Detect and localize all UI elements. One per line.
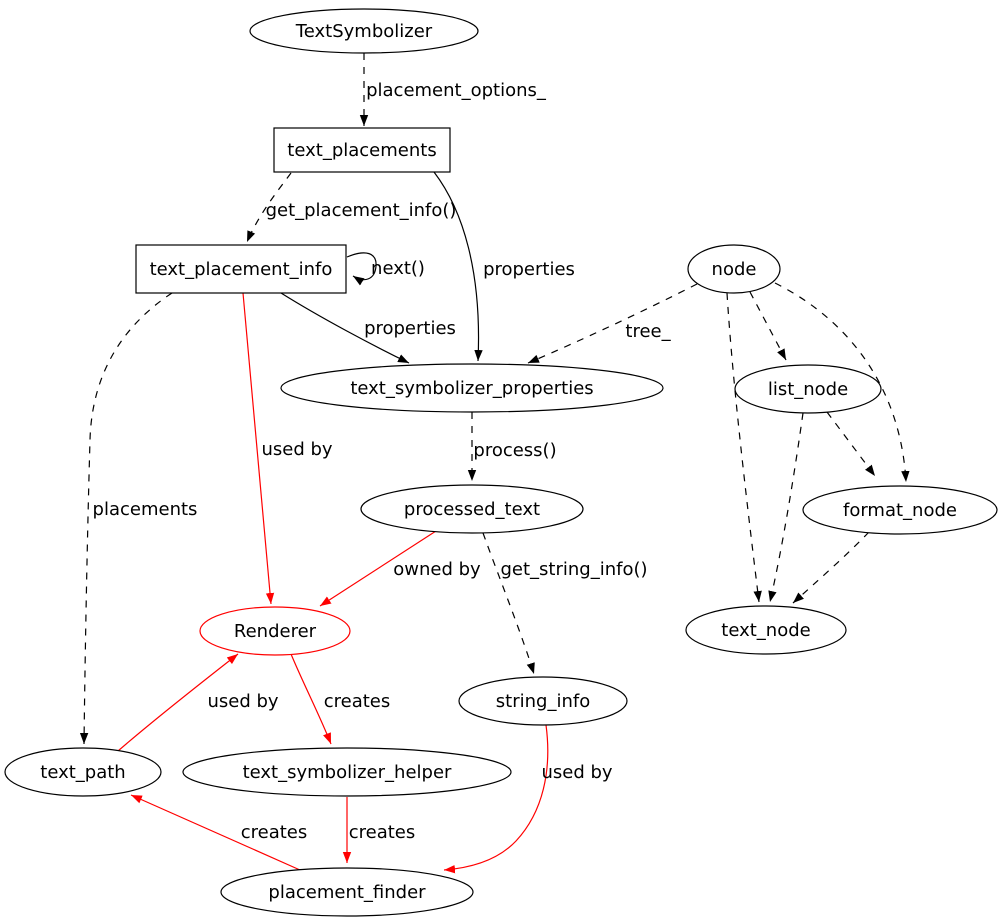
edge-placement_finder-to-text_path [130, 794, 301, 871]
edge-node-to-text_node [726, 292, 762, 603]
node-TextSymbolizer: TextSymbolizer [249, 8, 479, 54]
edge-string_info-to-placement_finder [443, 724, 549, 874]
node-label-list_node: list_node [768, 379, 848, 400]
edge-label-node-to-text_symbolizer_properties: tree_ [625, 321, 671, 342]
node-label-placement_finder: placement_finder [268, 882, 426, 903]
node-text_node: text_node [685, 605, 847, 655]
node-label-format_node: format_node [843, 500, 957, 521]
node-text_path: text_path [4, 747, 162, 797]
edge-text_placement_info-to-text_path [79, 292, 173, 745]
node-label-text_path: text_path [40, 762, 125, 783]
edge-Renderer-to-text_symbolizer_helper [290, 653, 332, 745]
edge-label-Renderer-to-text_symbolizer_helper: creates [324, 691, 391, 712]
edge-label-text_placement_info-to-text_placement_info: next() [371, 258, 425, 279]
edge-label-text_placements-to-text_placement_info: get_placement_info() [266, 200, 457, 221]
node-label-text_placements: text_placements [287, 140, 436, 161]
edge-node-to-text_symbolizer_properties [527, 283, 698, 364]
edge-label-text_placement_info-to-text_path: placements [93, 499, 198, 520]
edge-label-string_info-to-placement_finder: used by [541, 762, 612, 783]
edge-text_placement_info-to-Renderer [242, 292, 275, 605]
edge-text_placement_info-to-text_placement_info [346, 252, 377, 286]
node-label-text_symbolizer_properties: text_symbolizer_properties [350, 378, 593, 399]
edge-label-processed_text-to-string_info: get_string_info() [500, 559, 647, 580]
edge-label-text_placement_info-to-Renderer: used by [261, 439, 332, 460]
node-list_node: list_node [734, 364, 882, 414]
node-placement_finder: placement_finder [220, 867, 474, 917]
node-Renderer: Renderer [199, 606, 351, 656]
edge-list_node-to-text_node [768, 412, 804, 603]
node-processed_text: processed_text [360, 484, 584, 534]
edge-label-text_symbolizer_helper-to-placement_finder: creates [349, 822, 416, 843]
node-label-processed_text: processed_text [404, 499, 540, 520]
edge-format_node-to-text_node [792, 531, 870, 604]
edge-text_placement_info-to-text_symbolizer_properties [280, 292, 410, 364]
edge-label-processed_text-to-Renderer: owned by [393, 559, 481, 580]
node-label-string_info: string_info [496, 691, 590, 712]
node-text_symbolizer_properties: text_symbolizer_properties [280, 363, 664, 413]
edge-processed_text-to-string_info [482, 532, 535, 675]
node-format_node: format_node [802, 485, 998, 535]
node-string_info: string_info [458, 676, 628, 726]
node-text_symbolizer_helper: text_symbolizer_helper [182, 747, 512, 797]
edge-label-text_path-to-Renderer: used by [207, 691, 278, 712]
edge-text_placements-to-text_placement_info [246, 172, 292, 243]
edge-processed_text-to-Renderer [319, 530, 437, 607]
edge-label-text_placements-to-text_symbolizer_properties: properties [483, 259, 575, 280]
edge-node-to-list_node [749, 291, 787, 361]
edge-label-text_placement_info-to-text_symbolizer_properties: properties [364, 318, 456, 339]
edge-node-to-format_node [774, 282, 910, 483]
node-label-Renderer: Renderer [234, 621, 317, 642]
node-label-text_node: text_node [721, 620, 810, 641]
edge-label-text_symbolizer_properties-to-processed_text: process() [473, 440, 556, 461]
edge-label-TextSymbolizer-to-text_placements: placement_options_ [366, 80, 547, 101]
node-node: node [687, 244, 781, 294]
node-label-text_symbolizer_helper: text_symbolizer_helper [243, 762, 452, 783]
node-label-TextSymbolizer: TextSymbolizer [295, 21, 433, 42]
node-label-text_placement_info: text_placement_info [150, 259, 333, 280]
edge-text_path-to-Renderer [117, 653, 239, 752]
edge-text_placements-to-text_symbolizer_properties [433, 171, 483, 362]
node-label-node: node [712, 259, 757, 280]
node-text_placements: text_placements [273, 127, 451, 173]
edge-label-placement_finder-to-text_path: creates [241, 822, 308, 843]
edge-list_node-to-format_node [826, 411, 876, 477]
node-text_placement_info: text_placement_info [135, 244, 347, 294]
